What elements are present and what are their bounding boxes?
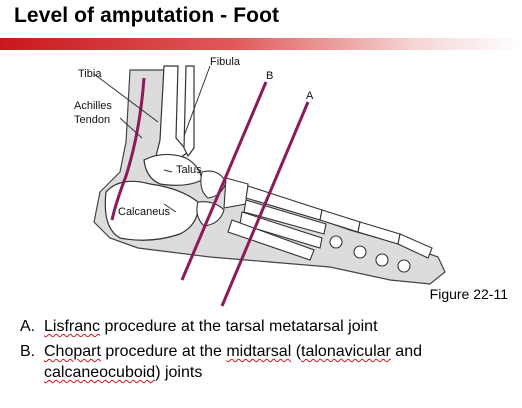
- item-text-and: and: [390, 343, 422, 360]
- page-title: Level of amputation - Foot: [14, 4, 280, 27]
- figure-caption: Figure 22-11: [429, 286, 508, 302]
- label-achilles: Achilles: [74, 100, 112, 112]
- foot-illustration: [93, 65, 446, 307]
- label-line-a: A: [306, 90, 314, 102]
- toe-bones: [319, 209, 433, 273]
- label-tibia: Tibia: [78, 68, 102, 80]
- amputation-list: A. Lisfranc procedure at the tarsal meta…: [20, 316, 510, 387]
- item-text: procedure at the tarsal metatarsal joint: [100, 318, 378, 335]
- calcaneus-bone: [104, 180, 199, 241]
- item-letter: B.: [20, 343, 36, 360]
- foot-silhouette: [93, 69, 446, 285]
- label-fibula: Fibula: [210, 56, 240, 68]
- achilles-tendon: [110, 77, 146, 221]
- label-calcaneus: Calcaneus: [118, 206, 170, 218]
- label-talus: Talus: [176, 164, 202, 176]
- item-term: Lisfranc: [44, 318, 101, 335]
- item-text: procedure at the: [100, 343, 227, 360]
- item-term-midtarsal: midtarsal: [226, 343, 292, 360]
- item-letter: A.: [20, 318, 36, 335]
- item-term-calcaneocuboid: calcaneocuboid: [44, 364, 156, 381]
- list-item-a: A. Lisfranc procedure at the tarsal meta…: [20, 316, 510, 337]
- cut-line-a: [220, 101, 310, 307]
- item-term-talonavicular: talonavicular: [301, 343, 391, 360]
- label-line-b: B: [266, 70, 274, 82]
- item-text-joints: ) joints: [155, 364, 203, 381]
- item-text-paren: (: [291, 343, 302, 360]
- item-term: Chopart: [44, 343, 101, 360]
- list-item-b: B. Chopart procedure at the midtarsal (t…: [20, 341, 510, 383]
- title-underline-bar: [0, 38, 522, 50]
- cut-line-b: [180, 81, 268, 281]
- cuneiform-bones: [223, 177, 249, 209]
- label-tendon: Tendon: [74, 114, 111, 126]
- foot-diagram: Tibia Achilles Tendon Fibula Talus Calca…: [60, 52, 450, 310]
- metatarsal-bones: [227, 185, 327, 261]
- fibula-bone: [183, 65, 195, 158]
